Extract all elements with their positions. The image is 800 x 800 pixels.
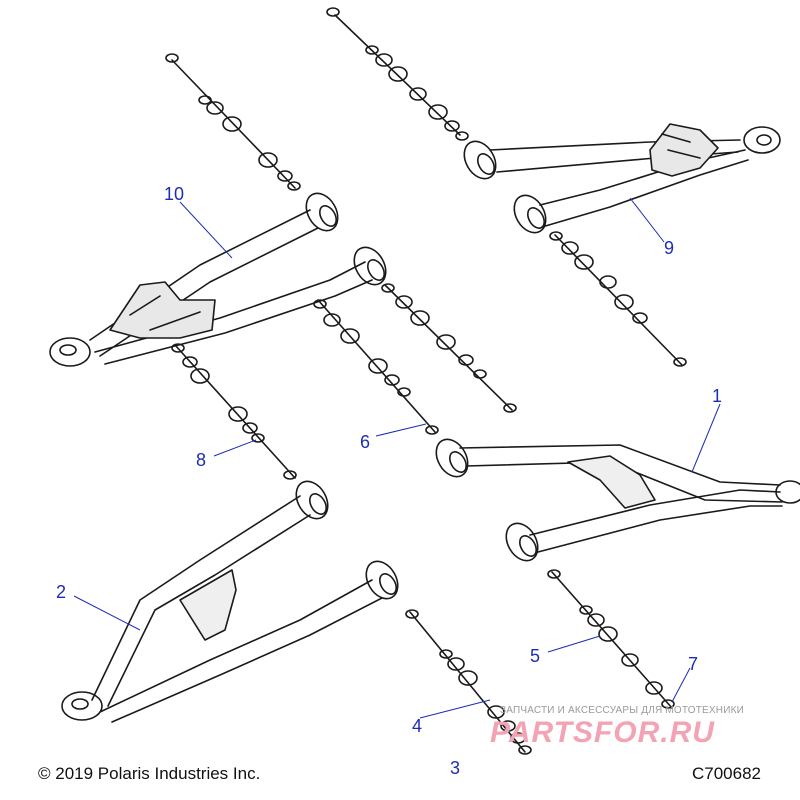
callout-8: 8	[196, 450, 207, 470]
hardware-stack-center-b	[313, 299, 439, 435]
hardware-stack-bottom-center	[405, 609, 532, 755]
callout-9: 9	[664, 238, 675, 258]
callout-4: 4	[412, 716, 423, 736]
watermark-tagline: ЗАПЧАСТИ И АКСЕССУАРЫ ДЛЯ МОТОТЕХНИКИ	[500, 705, 745, 716]
lower-right-a-arm	[435, 438, 800, 562]
callout-10: 10	[164, 184, 185, 204]
hardware-stack-top	[326, 7, 469, 141]
upper-right-a-arm	[463, 123, 781, 234]
callout-7: 7	[688, 654, 699, 674]
hardware-stack-bottom-right	[547, 569, 675, 709]
callout-5: 5	[530, 646, 541, 666]
callout-2: 2	[56, 582, 67, 602]
hardware-stack-right-upper	[549, 231, 687, 367]
callout-1: 1	[712, 386, 723, 406]
hardware-stack-left-upper	[165, 53, 301, 191]
copyright-text: © 2019 Polaris Industries Inc.	[38, 764, 261, 783]
lower-left-a-arm	[61, 480, 399, 723]
callout-3: 3	[450, 758, 461, 778]
watermark-logo: PARTSFOR.RU	[490, 716, 715, 749]
diagram-code: C700682	[692, 764, 762, 783]
callout-6: 6	[360, 432, 371, 452]
leader-lines	[73, 197, 721, 719]
hardware-stack-center-a	[381, 283, 517, 413]
hardware-stack-left-lower	[171, 343, 297, 480]
upper-left-a-arm	[49, 192, 387, 367]
